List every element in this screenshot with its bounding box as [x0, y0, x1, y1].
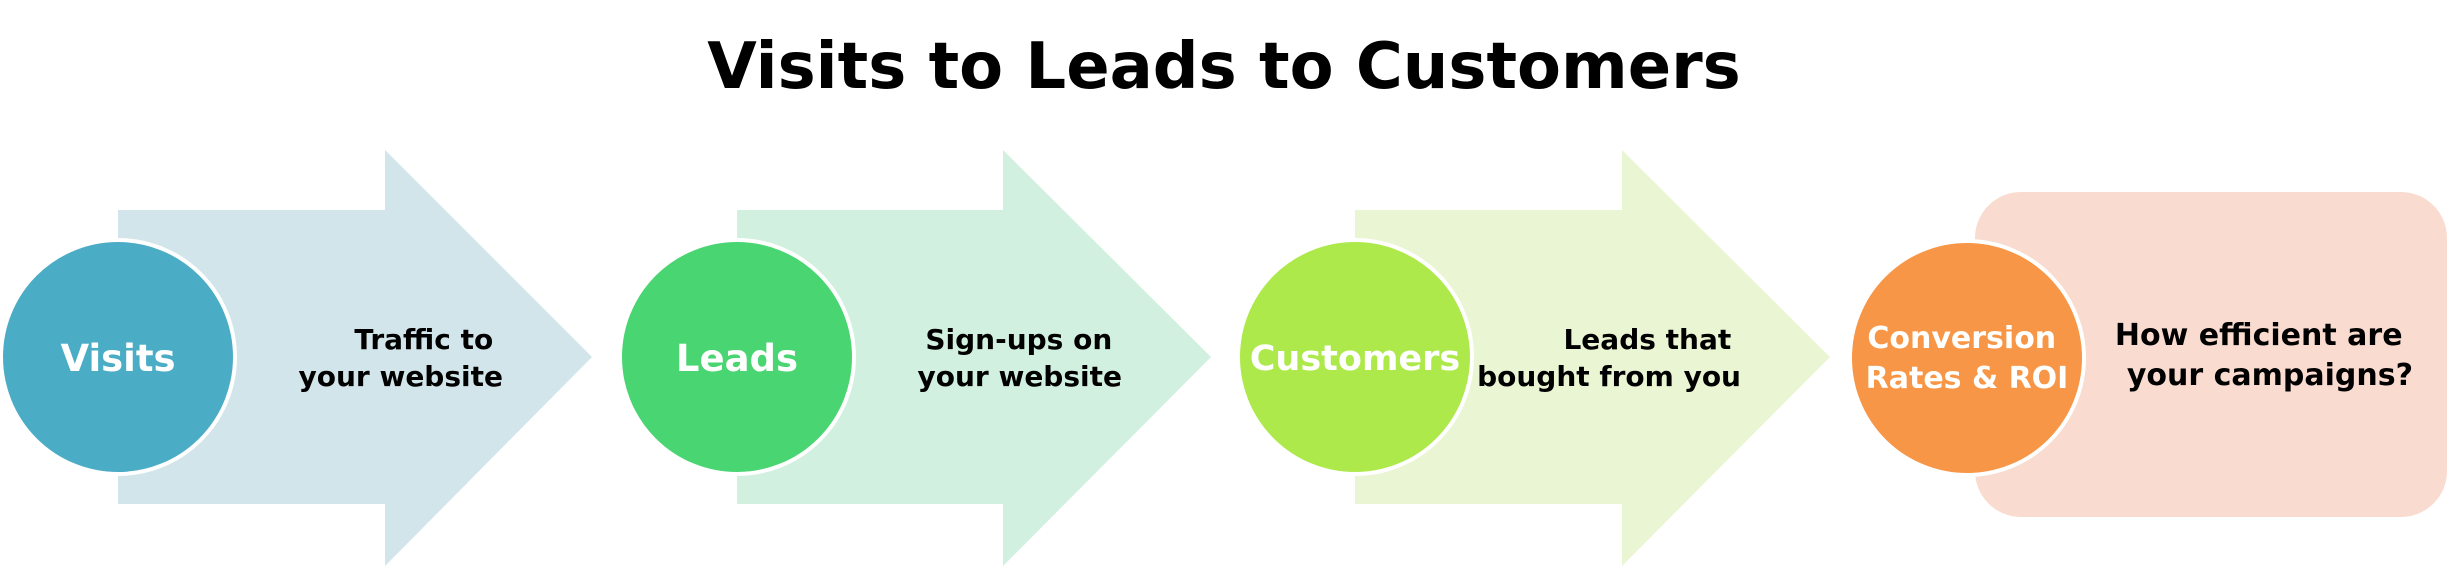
- stage-leads-arrow: [737, 150, 1211, 566]
- stage-customers-arrow: [1355, 150, 1830, 566]
- stage-leads-description-line-1: Sign-ups on: [925, 323, 1112, 356]
- stage-conversion-label-line-1: Conversion: [1867, 321, 2056, 356]
- stage-conversion-label-line-2: Rates & ROI: [1866, 361, 2069, 396]
- stage-visits-arrow: [118, 150, 592, 566]
- stage-conversion-label: Conversion Rates & ROI: [1866, 321, 2069, 396]
- stage-visits-description-line-1: Traffic to: [354, 323, 493, 356]
- stage-customers-circle: [1236, 238, 1474, 476]
- stage-conversion-description-line-2: your campaigns?: [2127, 358, 2413, 393]
- diagram-title: Visits to Leads to Customers: [707, 30, 1741, 104]
- stage-leads-label: Leads: [676, 337, 798, 380]
- stage-leads-description-line-2: your website: [917, 360, 1122, 393]
- stage-visits-description: Traffic to your website: [298, 323, 503, 393]
- stage-customers-description-line-2: bought from you: [1477, 360, 1741, 393]
- stage-leads-circle: [618, 238, 856, 476]
- stage-customers-description: Leads that bought from you: [1477, 323, 1741, 393]
- stage-conversion-circle: [1848, 239, 2086, 477]
- stage-conversion-box: [1975, 192, 2447, 517]
- stage-conversion-description-line-1: How efficient are: [2115, 318, 2403, 353]
- stage-customers-description-line-1: Leads that: [1563, 323, 1731, 356]
- stage-customers-label: Customers: [1250, 339, 1461, 379]
- stage-visits-label: Visits: [60, 337, 175, 380]
- stage-conversion: Conversion Rates & ROI How efficient are…: [1848, 192, 2447, 517]
- stage-visits-circle: [0, 238, 237, 476]
- stage-visits-description-line-2: your website: [298, 360, 503, 393]
- stage-conversion-description: How efficient are your campaigns?: [2115, 318, 2413, 393]
- stage-visits: Visits Traffic to your website: [0, 150, 592, 566]
- stage-customers: Customers Leads that bought from you: [1236, 150, 1830, 566]
- stage-leads: Leads Sign-ups on your website: [618, 150, 1211, 566]
- stage-leads-description: Sign-ups on your website: [917, 323, 1122, 393]
